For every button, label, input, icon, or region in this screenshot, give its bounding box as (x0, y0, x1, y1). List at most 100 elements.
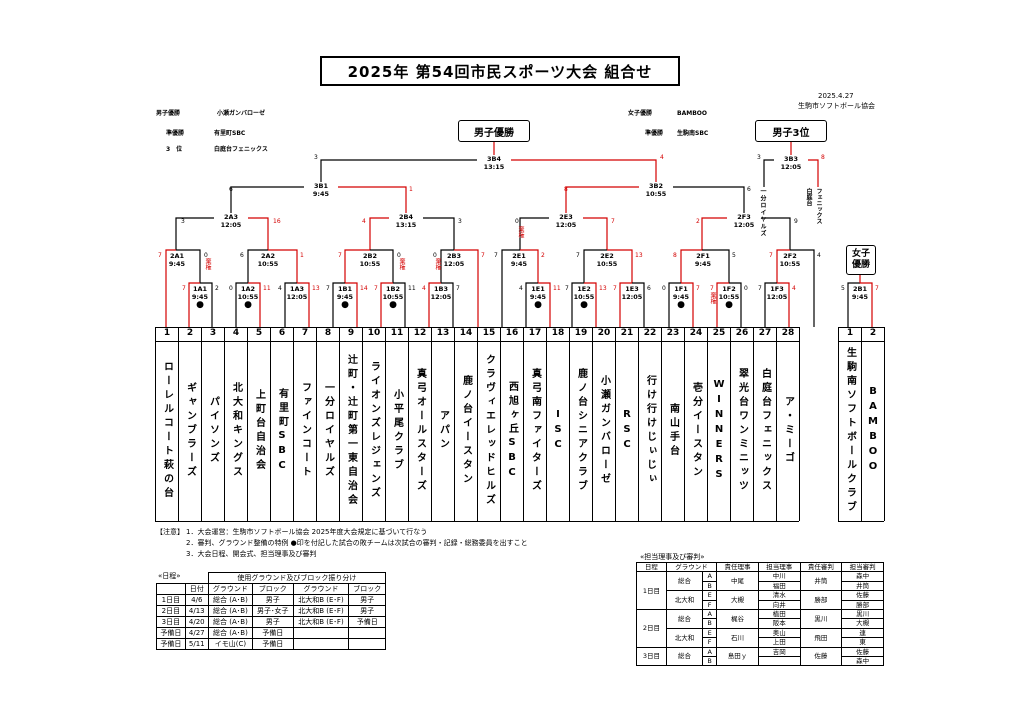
score: 1 (409, 186, 413, 193)
col-header: 日程 (636, 561, 667, 573)
score: 11 (553, 285, 561, 292)
third-note-right: フェニックス (815, 188, 822, 224)
team-number: 13 (431, 327, 454, 341)
team-number: 22 (638, 327, 661, 341)
women-win-team: BAMBOO (677, 110, 707, 117)
table-cell: 中川 (757, 571, 801, 582)
score: 4 (817, 252, 821, 259)
schedule-group-header: 使用グラウンド及びブロック振り分け (207, 572, 387, 584)
team-name: 辻町・辻町第一東自治会 (339, 341, 362, 521)
table-cell: 総合 (665, 571, 704, 592)
table-cell: 井筒 (799, 571, 843, 592)
table-cell: 総合 (665, 609, 704, 629)
col-header: 担当審判 (841, 561, 884, 573)
score: 0 (744, 285, 748, 292)
table-cell: 予備日 (252, 638, 294, 650)
border-line (155, 327, 799, 328)
table-cell: 4/27 (184, 627, 209, 639)
table-cell: 3日目 (156, 616, 186, 628)
team-name: 北大和キングス (224, 341, 247, 521)
col-header: ブロック (252, 583, 294, 595)
score: 3 (314, 154, 318, 161)
table-cell: 4/20 (184, 616, 209, 628)
score: 4 (519, 285, 523, 292)
organization: 生駒市ソフトボール協会 (798, 102, 875, 110)
score: 11 (408, 285, 416, 292)
score: 4 (422, 285, 426, 292)
score: 7 (875, 285, 879, 292)
table-cell: 男子 (348, 605, 386, 617)
col-header: ブロック (348, 583, 386, 595)
score: 7 (494, 252, 498, 259)
table-cell: 予備日 (348, 616, 386, 628)
dot-icon: ● (244, 300, 252, 310)
table-cell: B (702, 580, 718, 592)
forfeit-label: 棄権 (434, 258, 441, 270)
col-header: 責任審判 (799, 561, 843, 573)
team-number: 17 (523, 327, 546, 341)
score: 13 (635, 252, 643, 259)
team-number: 9 (339, 327, 362, 341)
table-cell: B (702, 618, 718, 629)
table-cell: 福田 (757, 580, 801, 592)
team-name: 鹿ノ台シニアクラブ (569, 341, 592, 521)
team-name: RSC (615, 341, 638, 521)
score: 5 (841, 285, 845, 292)
team-name: クラヴィエレッドヒルズ (477, 341, 500, 521)
table-cell: 総合 (A･B) (207, 605, 254, 617)
table-cell: 佐藤 (841, 590, 884, 601)
score: 5 (732, 252, 736, 259)
table-cell: 島田ｙ (716, 646, 759, 667)
table-cell: 1日目 (156, 594, 186, 606)
women-second-team: 生駒南SBC (677, 130, 709, 137)
table-cell: 1日目 (636, 571, 667, 611)
score: 7 (576, 252, 580, 259)
team-number: 23 (661, 327, 684, 341)
table-cell: 2日目 (636, 609, 667, 648)
table-cell: イモ山(C) (207, 638, 254, 650)
dot-icon: ● (580, 300, 588, 310)
border-line (799, 327, 800, 521)
score: 2 (696, 218, 700, 225)
table-cell: E (702, 627, 718, 639)
team-number: 1 (838, 327, 861, 341)
team-number: 3 (201, 327, 224, 341)
table-cell: 男子 (252, 594, 294, 606)
table-cell: 3日目 (636, 646, 667, 667)
duty-title: «担当理事及び審判» (640, 553, 705, 561)
team-name: 西旭ヶ丘SBC (500, 341, 523, 521)
table-cell: F (702, 599, 718, 611)
men-third-label: 3 位 (166, 146, 183, 153)
table-cell: 井筒 (841, 580, 884, 592)
team-name: WINNERS (707, 341, 730, 521)
dot-icon: ● (534, 300, 542, 310)
team-name: ローレルコート萩の台 (155, 341, 178, 521)
score: 6 (647, 285, 651, 292)
men-champion-box: 男子優勝 (458, 120, 530, 142)
table-cell: A (702, 646, 718, 658)
team-number: 25 (707, 327, 730, 341)
team-name: 南山手台 (661, 341, 684, 521)
score: 4 (660, 154, 664, 161)
score: 7 (481, 252, 485, 259)
